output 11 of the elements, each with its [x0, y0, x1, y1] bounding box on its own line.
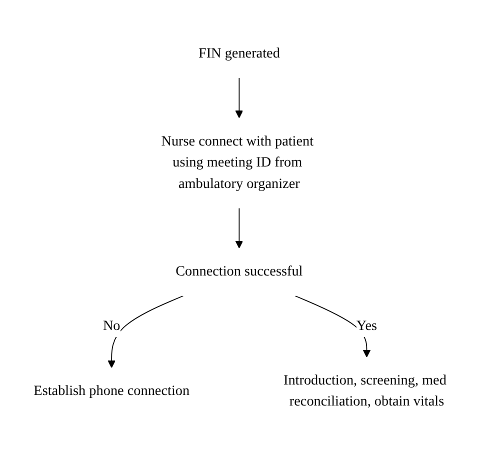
arrow: [294, 295, 371, 358]
arrow: [235, 77, 244, 118]
node-text: Establish phone connection: [34, 383, 190, 399]
node-text: Connection successful: [176, 264, 303, 279]
node-text: Introduction, screening, med reconciliation, obtain vitals: [283, 372, 446, 410]
edge-label: Yes: [356, 318, 378, 334]
edge-label: No: [102, 318, 120, 334]
node-text: FIN generated: [198, 46, 280, 61]
arrow: [235, 208, 244, 248]
arrow: [108, 295, 184, 368]
node-text: Nurse connect with patient using meeting ID from ambulatory organizer: [161, 134, 314, 192]
